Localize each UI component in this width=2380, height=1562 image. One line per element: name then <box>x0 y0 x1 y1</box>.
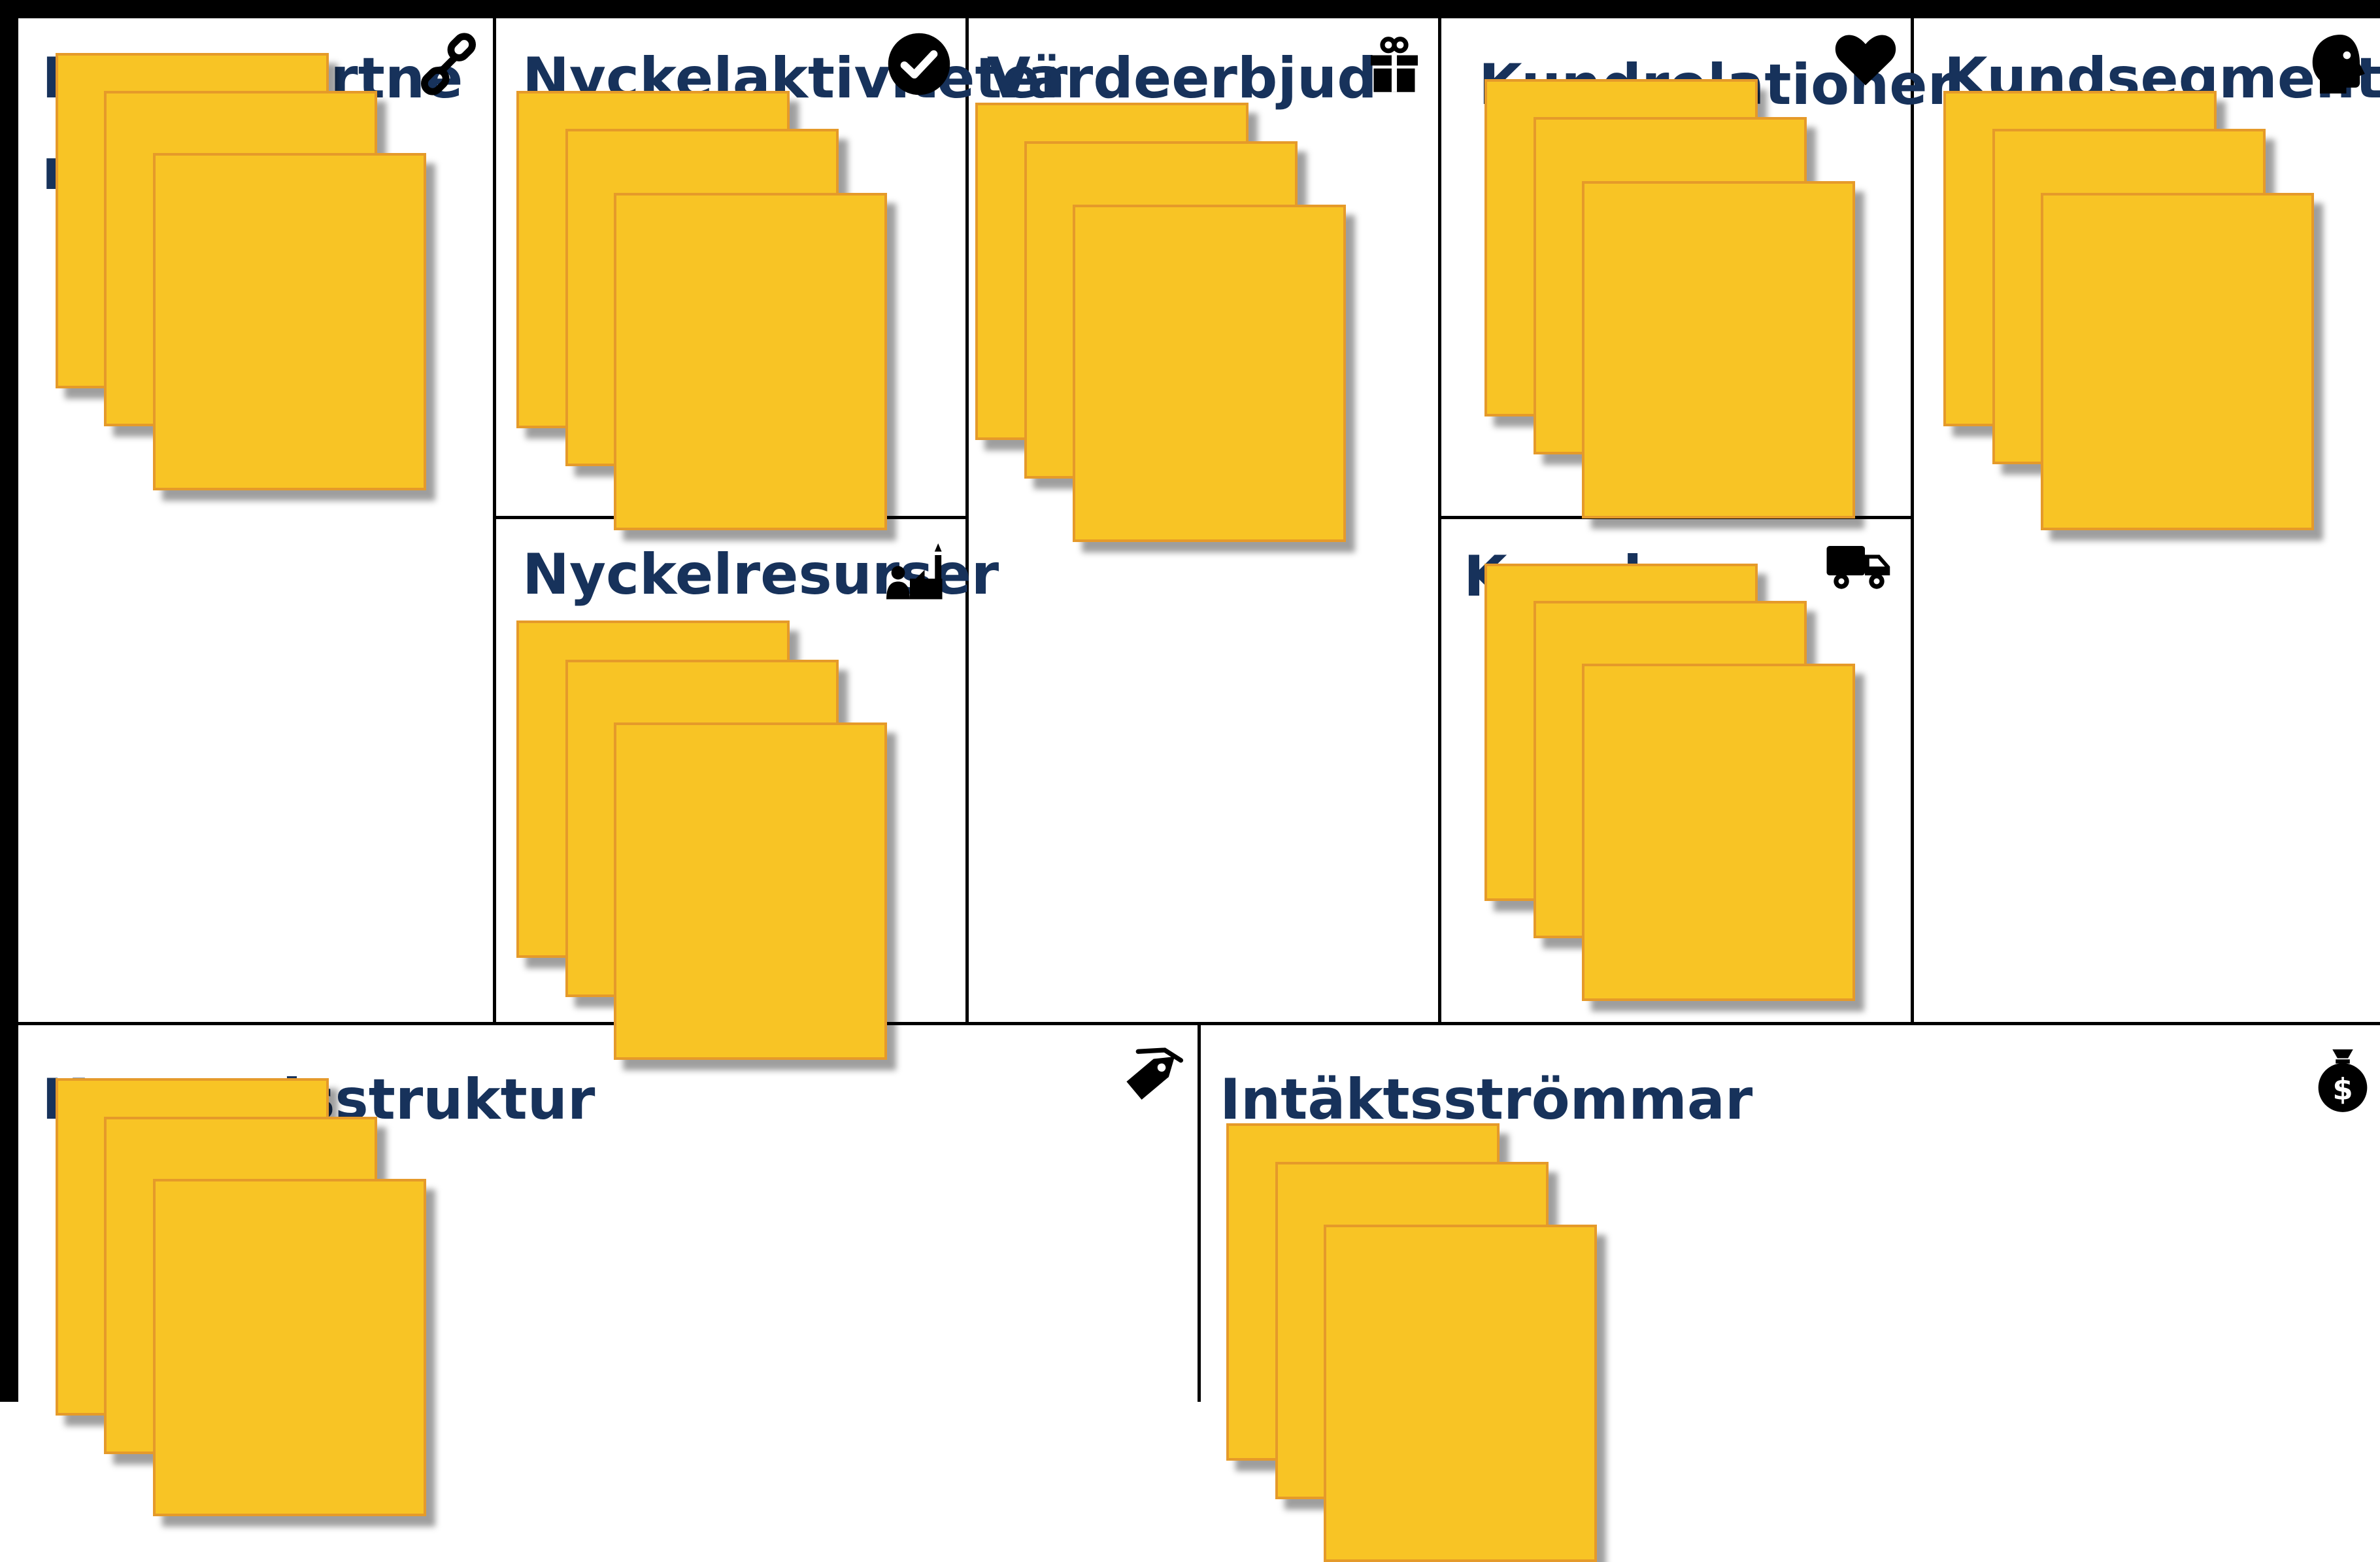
sticky-note[interactable] <box>1324 1225 1597 1562</box>
divider-cost-revenue <box>1198 1023 1201 1402</box>
block-title-revenue-streams: Intäktsströmmar <box>1220 1067 1753 1132</box>
svg-text:$: $ <box>2332 1072 2353 1107</box>
face-icon <box>2302 29 2373 99</box>
sticky-note[interactable] <box>153 153 426 490</box>
price-tag-icon <box>1119 1038 1190 1109</box>
outer-top-border <box>0 0 2380 18</box>
factory-worker-icon <box>880 537 951 608</box>
check-circle-icon <box>884 29 954 99</box>
sticky-note[interactable] <box>153 1179 426 1516</box>
gift-icon <box>1359 29 1430 99</box>
truck-icon <box>1824 528 1894 599</box>
sticky-note[interactable] <box>2041 193 2314 530</box>
divider-top-bottom <box>13 1022 2380 1025</box>
sticky-note[interactable] <box>614 722 887 1060</box>
sticky-note[interactable] <box>1582 181 1855 518</box>
money-bag-icon: $ <box>2307 1044 2378 1114</box>
link-icon <box>413 29 484 99</box>
sticky-note[interactable] <box>614 193 887 530</box>
sticky-note[interactable] <box>1582 664 1855 1001</box>
sticky-note[interactable] <box>1073 205 1346 542</box>
outer-left-border <box>0 0 18 1402</box>
heart-icon <box>1830 24 1901 94</box>
